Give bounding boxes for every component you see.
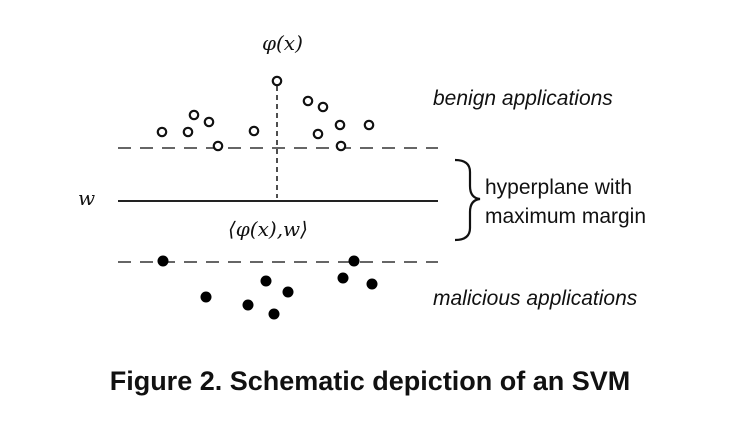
hyperplane-label-line1: hyperplane with	[485, 176, 632, 199]
figure-caption: Figure 2. Schematic depiction of an SVM	[109, 366, 631, 396]
benign-point	[317, 101, 329, 113]
malicious-point	[282, 286, 294, 298]
benign-point	[271, 75, 283, 87]
malicious-point	[157, 255, 169, 267]
benign-point	[248, 125, 260, 137]
projection-label: ⟨φ(x),w⟩	[228, 217, 308, 241]
benign-label: benign applications	[433, 87, 613, 110]
benign-point	[302, 95, 314, 107]
malicious-point	[242, 299, 254, 311]
malicious-point	[200, 291, 212, 303]
malicious-point	[366, 278, 378, 290]
phi-label: φ(x)	[262, 31, 303, 55]
malicious-points	[157, 255, 378, 320]
benign-point	[335, 140, 347, 152]
malicious-point	[337, 272, 349, 284]
benign-point	[182, 126, 194, 138]
malicious-point	[348, 255, 360, 267]
benign-point	[334, 119, 346, 131]
hyperplane-label-line2: maximum margin	[485, 205, 646, 228]
benign-point	[212, 140, 224, 152]
benign-points	[156, 75, 375, 152]
margin-brace-icon	[454, 158, 481, 242]
malicious-label: malicious applications	[433, 287, 638, 310]
benign-point	[188, 109, 200, 121]
benign-point	[203, 116, 215, 128]
benign-point	[363, 119, 375, 131]
malicious-point	[260, 275, 272, 287]
benign-point	[156, 126, 168, 138]
malicious-point	[268, 308, 280, 320]
benign-point	[312, 128, 324, 140]
w-label: w	[78, 186, 95, 210]
